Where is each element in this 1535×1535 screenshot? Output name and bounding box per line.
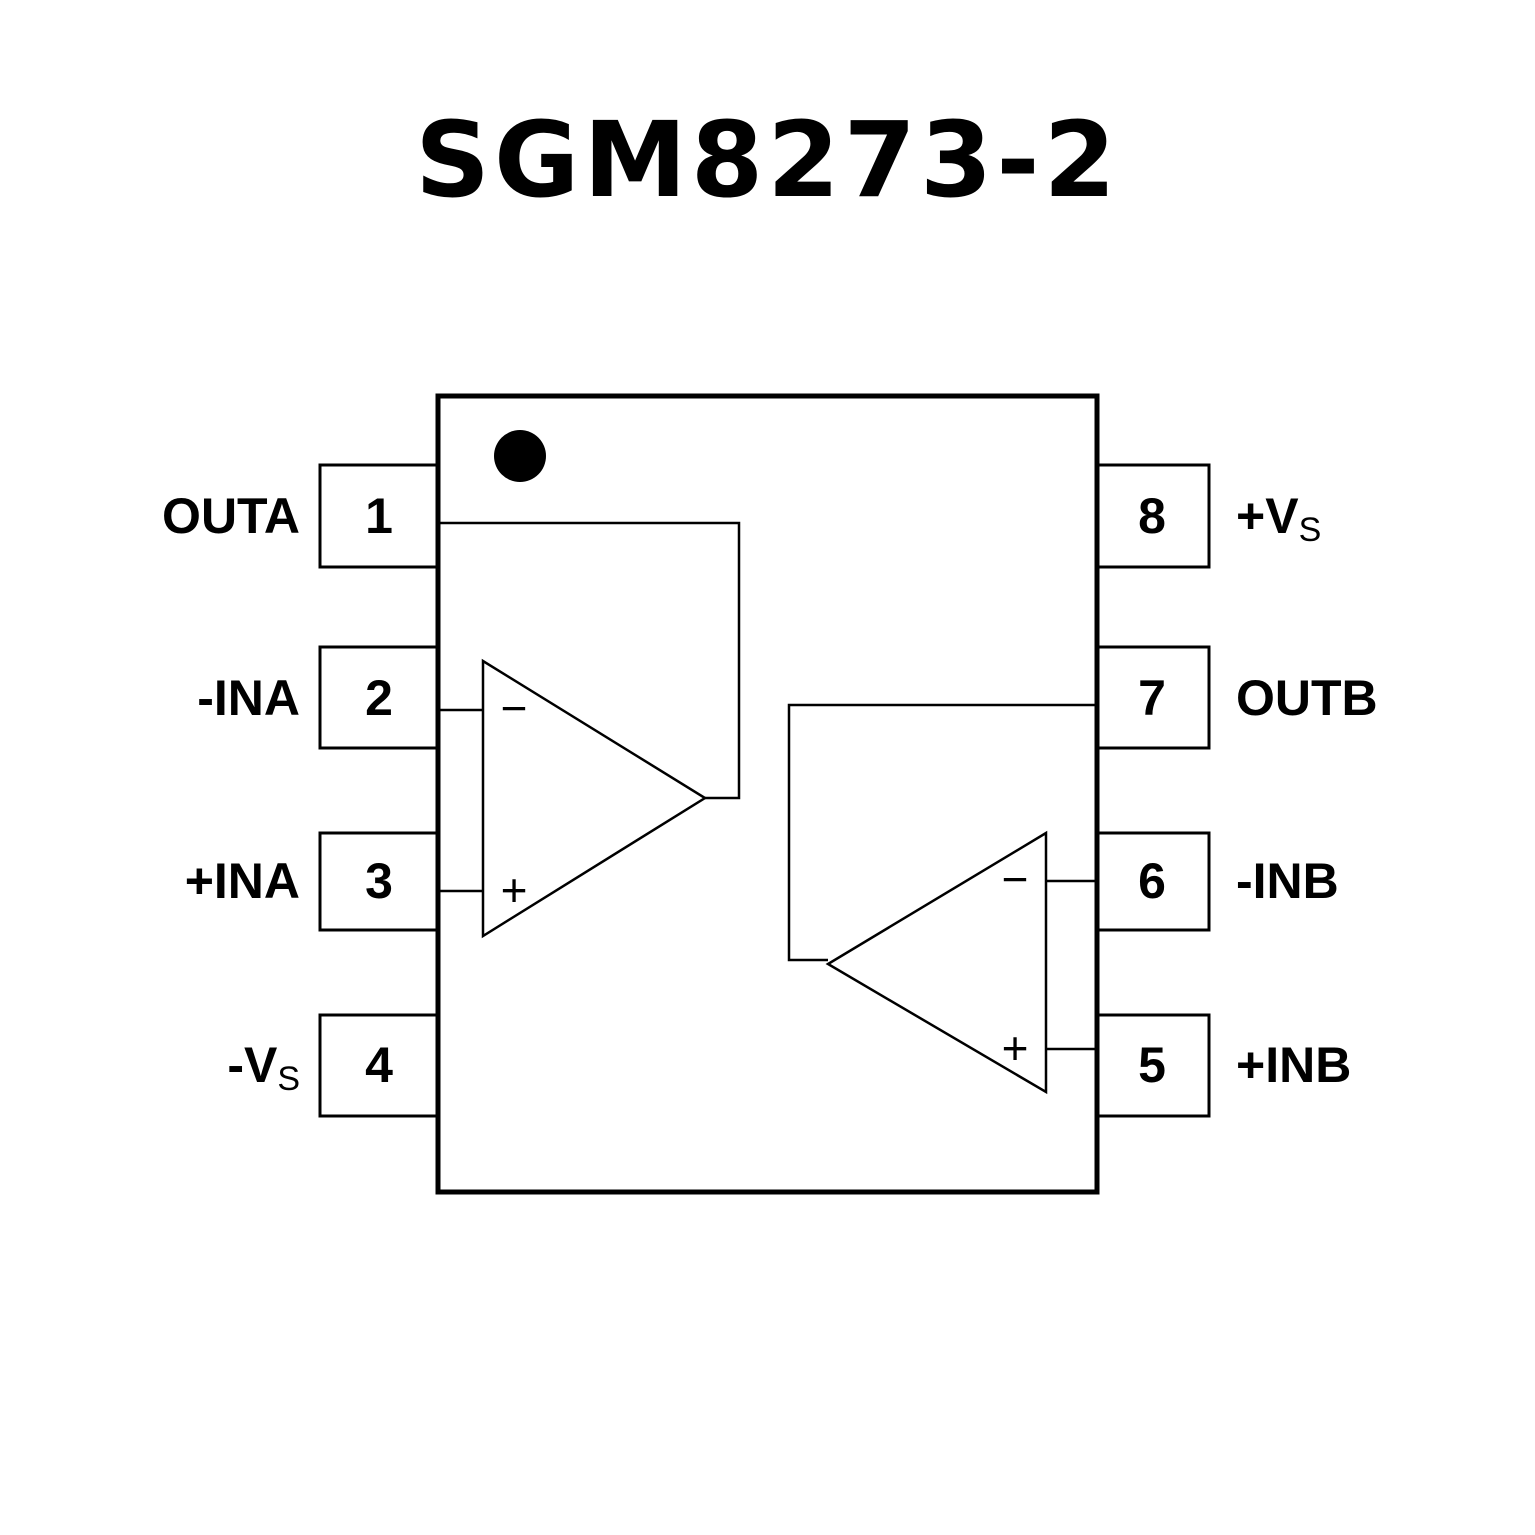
pin-number: 3 (365, 853, 393, 909)
left-pins: 1 OUTA 2 -INA 3 +INA 4 -VS (162, 463, 438, 1118)
pin-name: OUTA (162, 488, 300, 544)
pin-4: 4 -VS (227, 1013, 438, 1118)
pin-number: 7 (1138, 670, 1166, 726)
minus-sign: − (1002, 853, 1029, 905)
pin-name: OUTB (1236, 670, 1378, 726)
chip-title: SGM8273-2 (415, 99, 1120, 221)
pin-number: 2 (365, 670, 393, 726)
pin-number: 1 (365, 488, 393, 544)
package-body (435, 393, 1100, 1195)
pin-8: 8 +VS (1097, 463, 1321, 569)
op-amp-b-triangle (825, 830, 1048, 1095)
pin-number: 8 (1138, 488, 1166, 544)
pin-name: -INA (197, 670, 300, 726)
pin-name: -VS (227, 1037, 300, 1098)
op-amp-a-output-wire (438, 521, 741, 800)
op-amp-a-triangle (481, 658, 708, 939)
pin-1: 1 OUTA (162, 463, 438, 569)
pin-name: +INB (1236, 1037, 1351, 1093)
pin-number: 4 (365, 1037, 393, 1093)
minus-sign: − (501, 682, 528, 734)
pin-6: 6 -INB (1097, 831, 1339, 932)
pin-3: 3 +INA (185, 831, 438, 932)
pin-number: 6 (1138, 853, 1166, 909)
pin1-orientation-dot (494, 430, 546, 482)
pin-2: 2 -INA (197, 645, 438, 750)
right-pins: 8 +VS 7 OUTB 6 -INB 5 +INB (1097, 463, 1378, 1118)
pin-name: +INA (185, 853, 300, 909)
op-amp-b: − + (787, 703, 1097, 1095)
pin-name: +VS (1236, 488, 1321, 549)
pin-name: -INB (1236, 853, 1339, 909)
pin-7: 7 OUTB (1097, 645, 1378, 750)
op-amp-b-output-wire (787, 703, 1097, 962)
pin-5: 5 +INB (1097, 1013, 1351, 1118)
op-amp-a: − + (438, 521, 741, 939)
plus-sign: + (1002, 1022, 1029, 1074)
plus-sign: + (501, 864, 528, 916)
pin-number: 5 (1138, 1037, 1166, 1093)
